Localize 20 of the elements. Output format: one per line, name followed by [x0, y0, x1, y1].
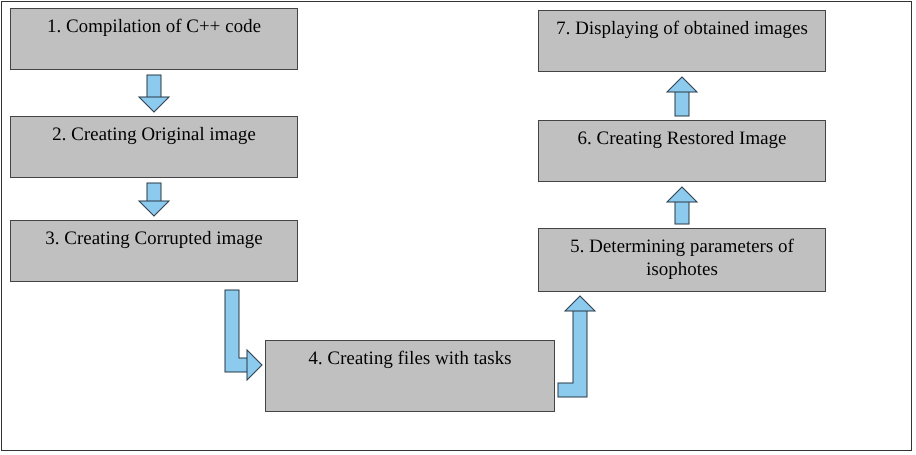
process-box	[538, 10, 826, 72]
process-box	[538, 120, 826, 182]
block-arrow	[666, 76, 698, 116]
step-text: 6. Creating Restored Image	[578, 128, 786, 149]
step-text: 2. Creating Original image	[52, 124, 256, 145]
step-text: 3. Creating Corrupted image	[45, 228, 263, 249]
process-box	[265, 340, 555, 412]
process-box	[10, 116, 298, 178]
block-arrow	[138, 182, 170, 217]
block-arrow	[224, 290, 263, 382]
step-text: 4. Creating files with tasks	[308, 348, 512, 369]
step-text: 5. Determining parameters of isophotes	[570, 236, 794, 280]
process-box	[10, 8, 298, 70]
process-box	[538, 228, 826, 292]
step-text: 7. Displaying of obtained images	[556, 18, 808, 39]
process-box	[10, 220, 298, 282]
block-arrow	[666, 186, 698, 224]
block-arrow	[138, 74, 170, 113]
step-text: 1. Compilation of C++ code	[46, 16, 262, 37]
block-arrow	[558, 295, 596, 398]
